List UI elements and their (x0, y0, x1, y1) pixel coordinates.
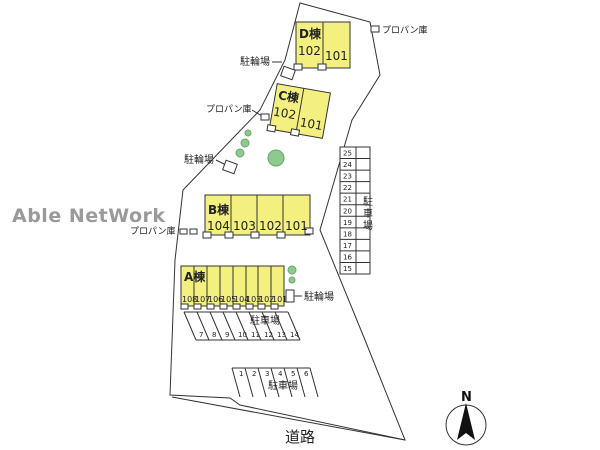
parking-east: 25 24 23 22 21 20 19 18 17 16 15 駐車場 (339, 146, 373, 275)
building-c: C棟 102 101 (266, 83, 331, 139)
north-label: N (461, 390, 472, 405)
unit-b-101: 101 (285, 219, 308, 233)
bike-parking-a (285, 289, 295, 303)
unit-a-106: 106 (208, 295, 223, 304)
parking-stall-mid-7: 7 (199, 331, 203, 339)
large-tree (267, 149, 285, 167)
parking-stall-east-19: 19 (343, 219, 352, 227)
road-line (171, 396, 406, 441)
parking-stall-south-2: 2 (252, 370, 256, 378)
tree (288, 276, 296, 284)
tree (240, 138, 250, 148)
parking-east-label: 駐車場 (363, 195, 373, 232)
parking-stall-east-15: 15 (343, 265, 352, 273)
unit-a-102: 102 (259, 295, 274, 304)
parking-mid: 7 8 9 10 11 12 13 14 (183, 311, 301, 341)
propane-storage-b2 (189, 228, 198, 235)
bike-parking-label-a: 駐輪場 (304, 290, 334, 303)
bike-parking-c (222, 159, 238, 175)
propane-storage-b1 (179, 228, 188, 235)
propane-label-d: プロパン庫 (382, 24, 427, 36)
parking-stall-east-24: 24 (343, 161, 352, 169)
parking-mid-label: 駐車場 (250, 314, 280, 327)
road-label: 道路 (285, 428, 315, 446)
building-c-name: C棟 (277, 87, 301, 106)
unit-a-104: 104 (234, 295, 249, 304)
unit-a-107: 107 (195, 295, 210, 304)
bike-parking-d (280, 65, 296, 81)
parking-stall-east-21: 21 (343, 196, 352, 204)
watermark: Able NetWork (12, 205, 166, 227)
unit-b-104: 104 (207, 219, 230, 233)
propane-label-c: プロパン庫 (206, 103, 251, 115)
unit-a-108: 108 (182, 295, 197, 304)
parking-stall-mid-13: 13 (277, 331, 286, 339)
unit-c-101: 101 (299, 115, 324, 133)
unit-c-102: 102 (272, 105, 297, 123)
propane-storage-c (260, 113, 270, 121)
parking-stall-mid-14: 14 (290, 331, 299, 339)
unit-d-101: 101 (325, 49, 348, 63)
north-arrow: N (445, 390, 487, 446)
parking-stall-east-16: 16 (343, 253, 352, 261)
parking-stall-east-25: 25 (343, 150, 352, 158)
unit-a-101: 101 (272, 295, 287, 304)
parking-stall-south-4: 4 (278, 370, 283, 378)
parking-stall-east-20: 20 (343, 207, 352, 215)
parking-stall-east-22: 22 (343, 184, 352, 192)
bike-parking-label-d: 駐輪場 (240, 55, 270, 68)
building-d: D棟 102 101 (293, 21, 351, 71)
parking-stall-east-18: 18 (343, 230, 352, 238)
building-a: A棟 108 107 106 105 104 103 102 101 (180, 265, 287, 310)
building-a-name: A棟 (184, 269, 206, 284)
unit-d-102: 102 (298, 44, 321, 58)
tree (287, 265, 297, 275)
building-b: B棟 104 103 102 101 (202, 194, 314, 239)
tree (244, 129, 252, 137)
propane-pointer-c (251, 109, 263, 117)
property-boundary (169, 2, 406, 441)
parking-stall-east-17: 17 (343, 242, 352, 250)
propane-storage-d (370, 25, 380, 33)
parking-stall-south-5: 5 (291, 370, 295, 378)
propane-label-b: プロパン庫 (130, 225, 175, 237)
parking-stall-mid-12: 12 (264, 331, 273, 339)
parking-stall-mid-10: 10 (238, 331, 247, 339)
parking-stall-south-1: 1 (239, 370, 243, 378)
bike-parking-label-c: 駐輪場 (184, 153, 214, 166)
building-b-name: B棟 (208, 202, 230, 217)
parking-stall-east-23: 23 (343, 173, 352, 181)
building-d-name: D棟 (299, 26, 322, 41)
parking-stall-south-3: 3 (265, 370, 269, 378)
unit-b-103: 103 (233, 219, 256, 233)
parking-stall-mid-11: 11 (251, 331, 260, 339)
parking-stall-mid-9: 9 (225, 331, 229, 339)
unit-a-103: 103 (246, 295, 261, 304)
tree (235, 148, 245, 158)
parking-stall-south-6: 6 (304, 370, 309, 378)
unit-a-105: 105 (221, 295, 236, 304)
parking-stall-mid-8: 8 (212, 331, 216, 339)
parking-south-label: 駐車場 (268, 379, 298, 392)
unit-b-102: 102 (259, 219, 282, 233)
